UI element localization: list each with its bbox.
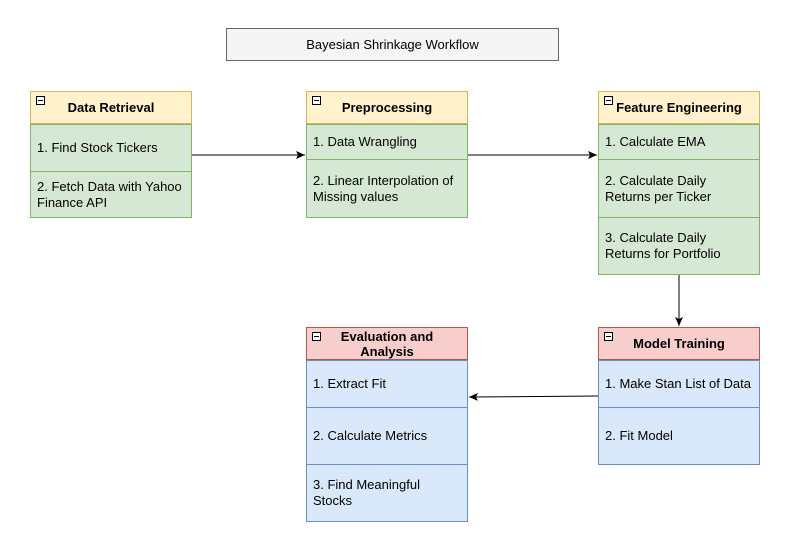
stage-header-label: Preprocessing xyxy=(341,100,433,115)
list-item[interactable]: 3. Calculate Daily Returns for Portfolio xyxy=(598,217,760,275)
stage-header-label: Evaluation and Analysis xyxy=(340,328,434,359)
arrow-model-training-to-evaluation xyxy=(468,392,599,401)
list-item[interactable]: 1. Find Stock Tickers xyxy=(30,124,192,172)
stage-feature-engineering-header[interactable]: Feature Engineering xyxy=(598,91,760,124)
list-item[interactable]: 2. Calculate Metrics xyxy=(306,407,468,465)
stage-preprocessing-header[interactable]: Preprocessing xyxy=(306,91,468,124)
list-item[interactable]: 2. Fit Model xyxy=(598,407,760,465)
list-item[interactable]: 2. Linear Interpolation of Missing value… xyxy=(306,159,468,218)
collapse-icon[interactable] xyxy=(36,96,45,105)
list-item[interactable]: 1. Data Wrangling xyxy=(306,124,468,160)
stage-feature-engineering: Feature Engineering 1. Calculate EMA 2. … xyxy=(598,91,760,275)
list-item[interactable]: 2. Fetch Data with Yahoo Finance API xyxy=(30,171,192,218)
stage-model-training: Model Training 1. Make Stan List of Data… xyxy=(598,327,760,465)
stage-header-label: Feature Engineering xyxy=(616,100,742,115)
list-item[interactable]: 3. Find Meaningful Stocks xyxy=(306,464,468,522)
stage-data-retrieval-header[interactable]: Data Retrieval xyxy=(30,91,192,124)
stage-header-label: Data Retrieval xyxy=(67,100,155,115)
stage-evaluation-header[interactable]: Evaluation and Analysis xyxy=(306,327,468,360)
collapse-icon[interactable] xyxy=(312,96,321,105)
stage-header-label: Model Training xyxy=(633,336,725,351)
collapse-icon[interactable] xyxy=(312,332,321,341)
collapse-icon[interactable] xyxy=(604,96,613,105)
diagram-title: Bayesian Shrinkage Workflow xyxy=(226,28,559,61)
diagram-title-text: Bayesian Shrinkage Workflow xyxy=(306,37,479,52)
stage-data-retrieval: Data Retrieval 1. Find Stock Tickers 2. … xyxy=(30,91,192,218)
collapse-icon[interactable] xyxy=(604,332,613,341)
stage-model-training-header[interactable]: Model Training xyxy=(598,327,760,360)
list-item[interactable]: 2. Calculate Daily Returns per Ticker xyxy=(598,159,760,218)
stage-preprocessing: Preprocessing 1. Data Wrangling 2. Linea… xyxy=(306,91,468,218)
stage-evaluation: Evaluation and Analysis 1. Extract Fit 2… xyxy=(306,327,468,522)
